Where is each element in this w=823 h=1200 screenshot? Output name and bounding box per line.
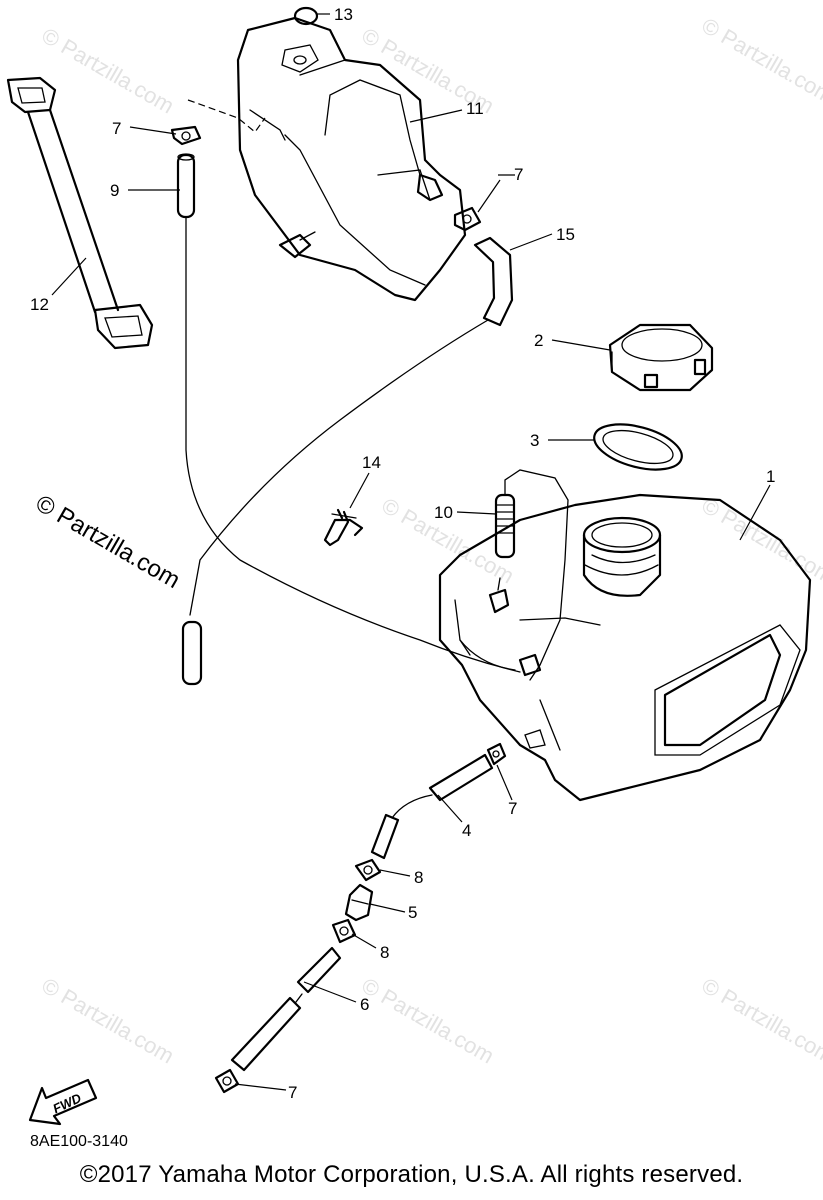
watermark: © Partzilla.com (38, 973, 179, 1069)
watermark: © Partzilla.com (698, 493, 823, 589)
diagram-code: 8AE100-3140 (30, 1133, 128, 1150)
callout-8: 8 (380, 943, 389, 962)
callout-14: 14 (362, 453, 381, 472)
callout-7: 7 (508, 799, 517, 818)
routing-hose (459, 639, 516, 671)
watermark-main: © Partzilla.com (31, 490, 185, 594)
part-9-hose[interactable] (176, 153, 196, 219)
part-14-clip[interactable] (323, 508, 364, 547)
part-13-cap[interactable] (293, 6, 319, 26)
fwd-arrow-icon: FWD (28, 1078, 98, 1126)
watermark: © Partzilla.com (358, 973, 499, 1069)
routing-hose (185, 216, 521, 673)
callout-6: 6 (360, 995, 369, 1014)
hose-piece[interactable] (181, 620, 203, 686)
routing-hose (189, 319, 489, 616)
callout-3: 3 (530, 431, 539, 450)
part-6-hose[interactable] (230, 946, 342, 1072)
part-15-hose[interactable] (473, 236, 514, 327)
callout-11: 11 (466, 99, 484, 118)
watermark-layer: © Partzilla.com © Partzilla.com © Partzi… (31, 13, 823, 1069)
part-8-clamp[interactable] (354, 858, 382, 882)
watermark: © Partzilla.com (698, 973, 823, 1069)
copyright-footer: ©2017 Yamaha Motor Corporation, U.S.A. A… (79, 1161, 744, 1188)
callout-7: 7 (288, 1083, 297, 1102)
connection-line (187, 99, 266, 133)
callout-2: 2 (534, 331, 543, 350)
callout-7: 7 (514, 165, 523, 184)
part-12-strap[interactable] (6, 76, 154, 350)
part-7-clamp[interactable] (170, 125, 202, 146)
callout-5: 5 (408, 903, 417, 922)
callout-10: 10 (434, 503, 453, 522)
part-3-gasket[interactable] (589, 416, 686, 478)
callout-9: 9 (110, 181, 119, 200)
part-5-fuel-filter[interactable] (344, 883, 374, 922)
part-7-clamp[interactable] (214, 1068, 240, 1094)
part-8-clamp[interactable] (331, 918, 357, 944)
part-1-fuel-tank[interactable] (438, 493, 812, 802)
part-7-clamp[interactable] (453, 206, 482, 232)
part-4-hose[interactable] (370, 753, 494, 860)
callout-12: 12 (30, 295, 49, 314)
watermark: © Partzilla.com (38, 23, 179, 119)
watermark: © Partzilla.com (698, 13, 823, 109)
part-11-reservoir-tank[interactable] (236, 16, 467, 302)
part-10-vent-hose[interactable] (494, 469, 569, 681)
callout-8: 8 (414, 868, 423, 887)
part-7-clamp[interactable] (486, 742, 507, 766)
callout-4: 4 (462, 821, 471, 840)
callouts: 13 11 7 9 7 15 12 2 3 14 10 1 7 4 8 5 8 … (30, 5, 775, 1102)
part-2-fuel-cap[interactable] (608, 323, 714, 392)
callout-1: 1 (766, 467, 775, 486)
callout-13: 13 (334, 5, 353, 24)
callout-7: 7 (112, 119, 121, 138)
callout-15: 15 (556, 225, 575, 244)
leader-lines (51, 13, 771, 1091)
